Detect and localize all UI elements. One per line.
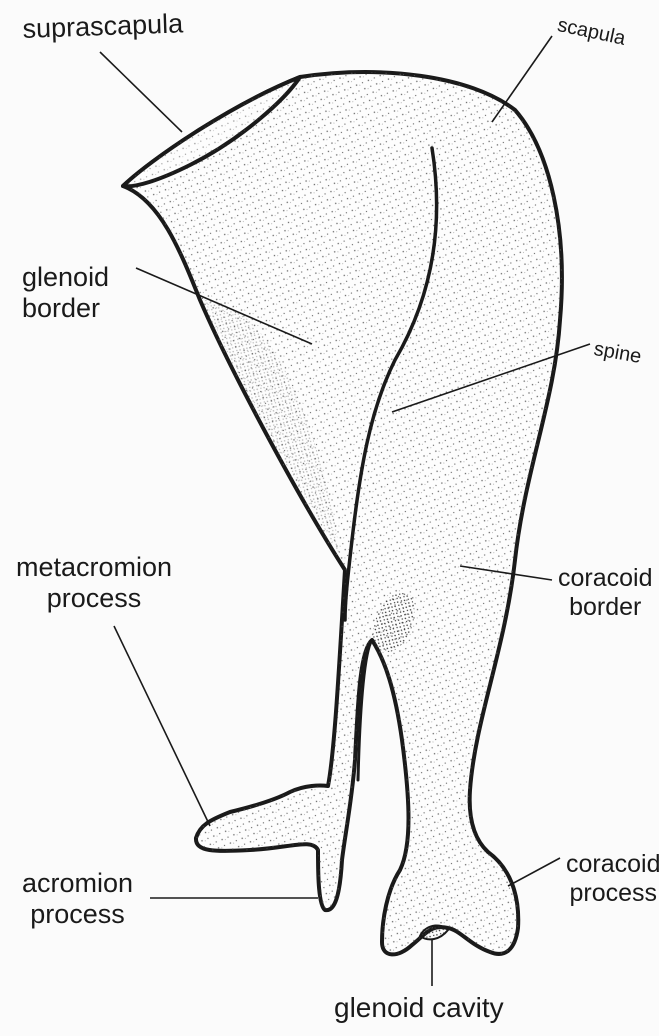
label-coracoid-border-line2: border [558,593,653,622]
label-coracoid-border: coracoid border [558,564,653,622]
label-glenoid-border-line2: border [22,293,109,324]
leader-scapula [492,36,552,122]
label-metacromion-process: metacromion process [16,552,172,614]
label-suprascapula: suprascapula [22,8,184,45]
label-acromion-line1: acromion [22,868,133,899]
label-coracoid-border-line1: coracoid [558,564,653,593]
leader-metacromion [114,626,210,826]
label-glenoid-border: glenoid border [22,262,109,324]
leader-coracoid-process [508,858,560,886]
label-coracoid-process: coracoid process [566,850,659,908]
label-glenoid-cavity: glenoid cavity [334,992,504,1024]
label-coracoid-process-line1: coracoid [566,850,659,879]
leader-suprascapula [100,52,182,132]
scapula-stipple [123,72,562,954]
label-acromion-line2: process [22,899,133,930]
label-acromion-process: acromion process [22,868,133,930]
label-metacromion-line1: metacromion [16,552,172,583]
label-metacromion-line2: process [16,583,172,614]
label-coracoid-process-line2: process [566,879,659,908]
label-glenoid-border-line1: glenoid [22,262,109,293]
